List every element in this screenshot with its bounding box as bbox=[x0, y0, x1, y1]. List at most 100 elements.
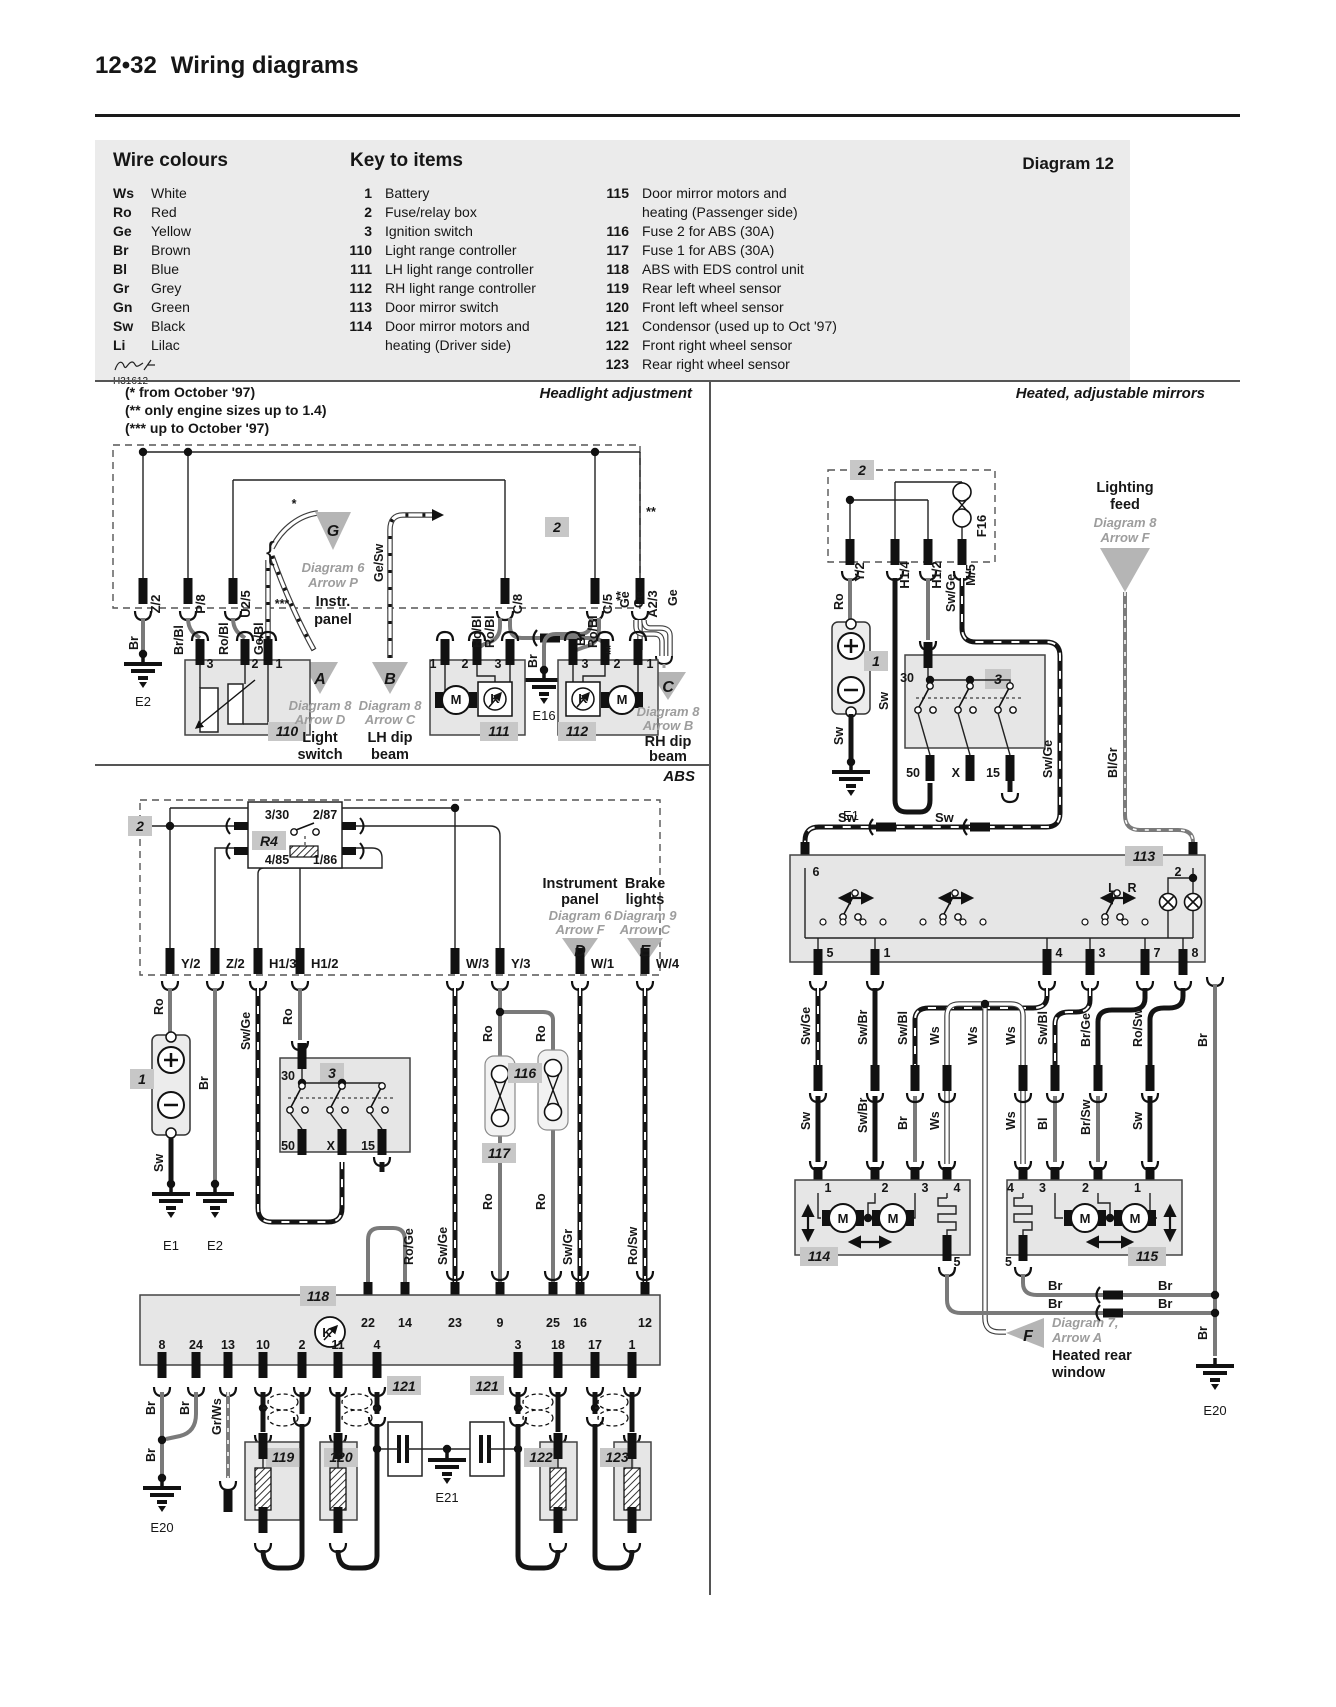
diagram-label: 1/86 bbox=[313, 853, 337, 867]
diagram-label: Ge bbox=[618, 591, 632, 608]
diagram-label: 3 bbox=[1099, 946, 1106, 960]
diagram-label: 1 bbox=[276, 657, 283, 671]
arrow-G: G bbox=[327, 523, 339, 540]
legend-name: Brown bbox=[151, 242, 191, 258]
diagram-label: W/4 bbox=[656, 956, 680, 971]
diagram-label: 5 bbox=[954, 1255, 961, 1269]
component-113 bbox=[789, 842, 1206, 975]
badge-122: 122 bbox=[529, 1449, 553, 1465]
section-dividers bbox=[95, 380, 1240, 1595]
diagram-label: 30 bbox=[281, 1069, 295, 1083]
diagram-label: beam bbox=[649, 749, 687, 765]
mirror-fusebox bbox=[845, 481, 972, 539]
diagram-label: Sw bbox=[799, 1112, 813, 1130]
legend-abbr: Sw bbox=[113, 318, 134, 334]
diagram-label: Br bbox=[1158, 1278, 1172, 1293]
diagram-label: Ws bbox=[966, 1026, 980, 1045]
diagram-label: 8 bbox=[1192, 946, 1199, 960]
diagram-label: 5 bbox=[827, 946, 834, 960]
page-title-text: Wiring diagrams bbox=[170, 52, 359, 79]
diagram-label: Y/3 bbox=[511, 956, 531, 971]
diagram-label: Sw/Gr bbox=[561, 1229, 575, 1265]
component-112 bbox=[557, 630, 659, 741]
arrow-B: B bbox=[384, 671, 396, 688]
legend-label: Condensor (used up to Oct '97) bbox=[642, 318, 837, 334]
diagram-label: 3 bbox=[922, 1181, 929, 1195]
diagram-label: Heated rear bbox=[1052, 1348, 1132, 1364]
diagram-label: Ro/Bl bbox=[483, 615, 497, 648]
diagram-label: 16 bbox=[573, 1316, 587, 1330]
diagram-label: 50 bbox=[281, 1139, 295, 1153]
diagram-label: Ro bbox=[534, 1193, 548, 1210]
diagram-label: A2/3 bbox=[645, 590, 660, 617]
diagram-label: Diagram 6 bbox=[549, 908, 613, 923]
diagram-label: panel bbox=[561, 892, 599, 908]
diagram-label: Ge/Bl bbox=[252, 622, 266, 655]
diagram-label: Sw/Ge bbox=[944, 574, 958, 612]
diagram-label: Ro bbox=[481, 1193, 495, 1210]
diagram-label: Ge bbox=[666, 589, 680, 606]
ground-E1: E1 bbox=[163, 1238, 179, 1253]
diagram-label: 3 bbox=[515, 1338, 522, 1352]
diagram-label: Ws bbox=[1004, 1026, 1018, 1045]
badge-114: 114 bbox=[808, 1248, 831, 1264]
page-section-number: 12•32 bbox=[95, 52, 157, 79]
note-3: (*** up to October '97) bbox=[125, 420, 269, 436]
diagram-label: 15 bbox=[986, 766, 1000, 780]
diagram-label: 1 bbox=[629, 1338, 636, 1352]
diagram-label: panel bbox=[314, 612, 352, 628]
legend-row: 123 Rear right wheel sensor bbox=[601, 355, 837, 374]
legend-num: 114 bbox=[349, 318, 372, 334]
diagram-label: 50 bbox=[906, 766, 920, 780]
diagram-label: 2 bbox=[462, 657, 469, 671]
diagram-label: Br bbox=[1048, 1296, 1062, 1311]
legend-num: 116 bbox=[606, 223, 629, 239]
diagram-label: M bbox=[1130, 1211, 1141, 1226]
fuse-box-bus bbox=[138, 447, 641, 578]
ground-E2-wire bbox=[194, 988, 236, 1220]
diagram-label: Diagram 8 bbox=[289, 698, 353, 713]
diagram-label: window bbox=[1051, 1365, 1106, 1381]
diagram-label: U2/5 bbox=[238, 590, 253, 617]
heated-rear-window-ref bbox=[1006, 1318, 1044, 1348]
diagram-label: Sw bbox=[152, 1154, 166, 1172]
diagram-label: lights bbox=[626, 892, 665, 908]
diagram-label: H1/3 bbox=[269, 956, 296, 971]
diagram-label: H1/2 bbox=[929, 561, 944, 588]
legend-name: Green bbox=[151, 299, 190, 315]
diagram-label: 14 bbox=[398, 1316, 412, 1330]
legend-label: Fuse 1 for ABS (30A) bbox=[642, 242, 775, 258]
badge-123: 123 bbox=[605, 1449, 629, 1465]
diagram-label: 1 bbox=[1134, 1181, 1141, 1195]
diagram-label: 2 bbox=[252, 657, 259, 671]
diagram-label: 4 bbox=[954, 1181, 961, 1195]
legend-label: Rear right wheel sensor bbox=[642, 356, 790, 372]
diagram-label: X bbox=[952, 766, 961, 780]
diagram-label: Sw/Br bbox=[856, 1097, 870, 1133]
legend-label: Fuse 2 for ABS (30A) bbox=[642, 223, 775, 239]
diagram-label: Br bbox=[127, 636, 141, 650]
diagram-label: 2 bbox=[882, 1181, 889, 1195]
diagram-label: Sw/Br bbox=[856, 1009, 870, 1045]
arrow-A: A bbox=[313, 671, 326, 688]
diagram-label: M bbox=[617, 692, 628, 707]
diagram-label: 3/30 bbox=[265, 808, 289, 822]
legend-num: 111 bbox=[350, 261, 372, 277]
page-title: 12•32 Wiring diagrams bbox=[95, 52, 359, 80]
legend-num: 123 bbox=[605, 356, 629, 372]
diagram-label: 9 bbox=[497, 1316, 504, 1330]
section-title-headlight: Headlight adjustment bbox=[539, 385, 693, 402]
diagram-label: 1 bbox=[825, 1181, 832, 1195]
diagram-label: 4 bbox=[1007, 1181, 1014, 1195]
diagram-label: Ro bbox=[281, 1008, 295, 1025]
diagram-label: M bbox=[838, 1211, 849, 1226]
legend-label: LH light range controller bbox=[385, 261, 534, 277]
